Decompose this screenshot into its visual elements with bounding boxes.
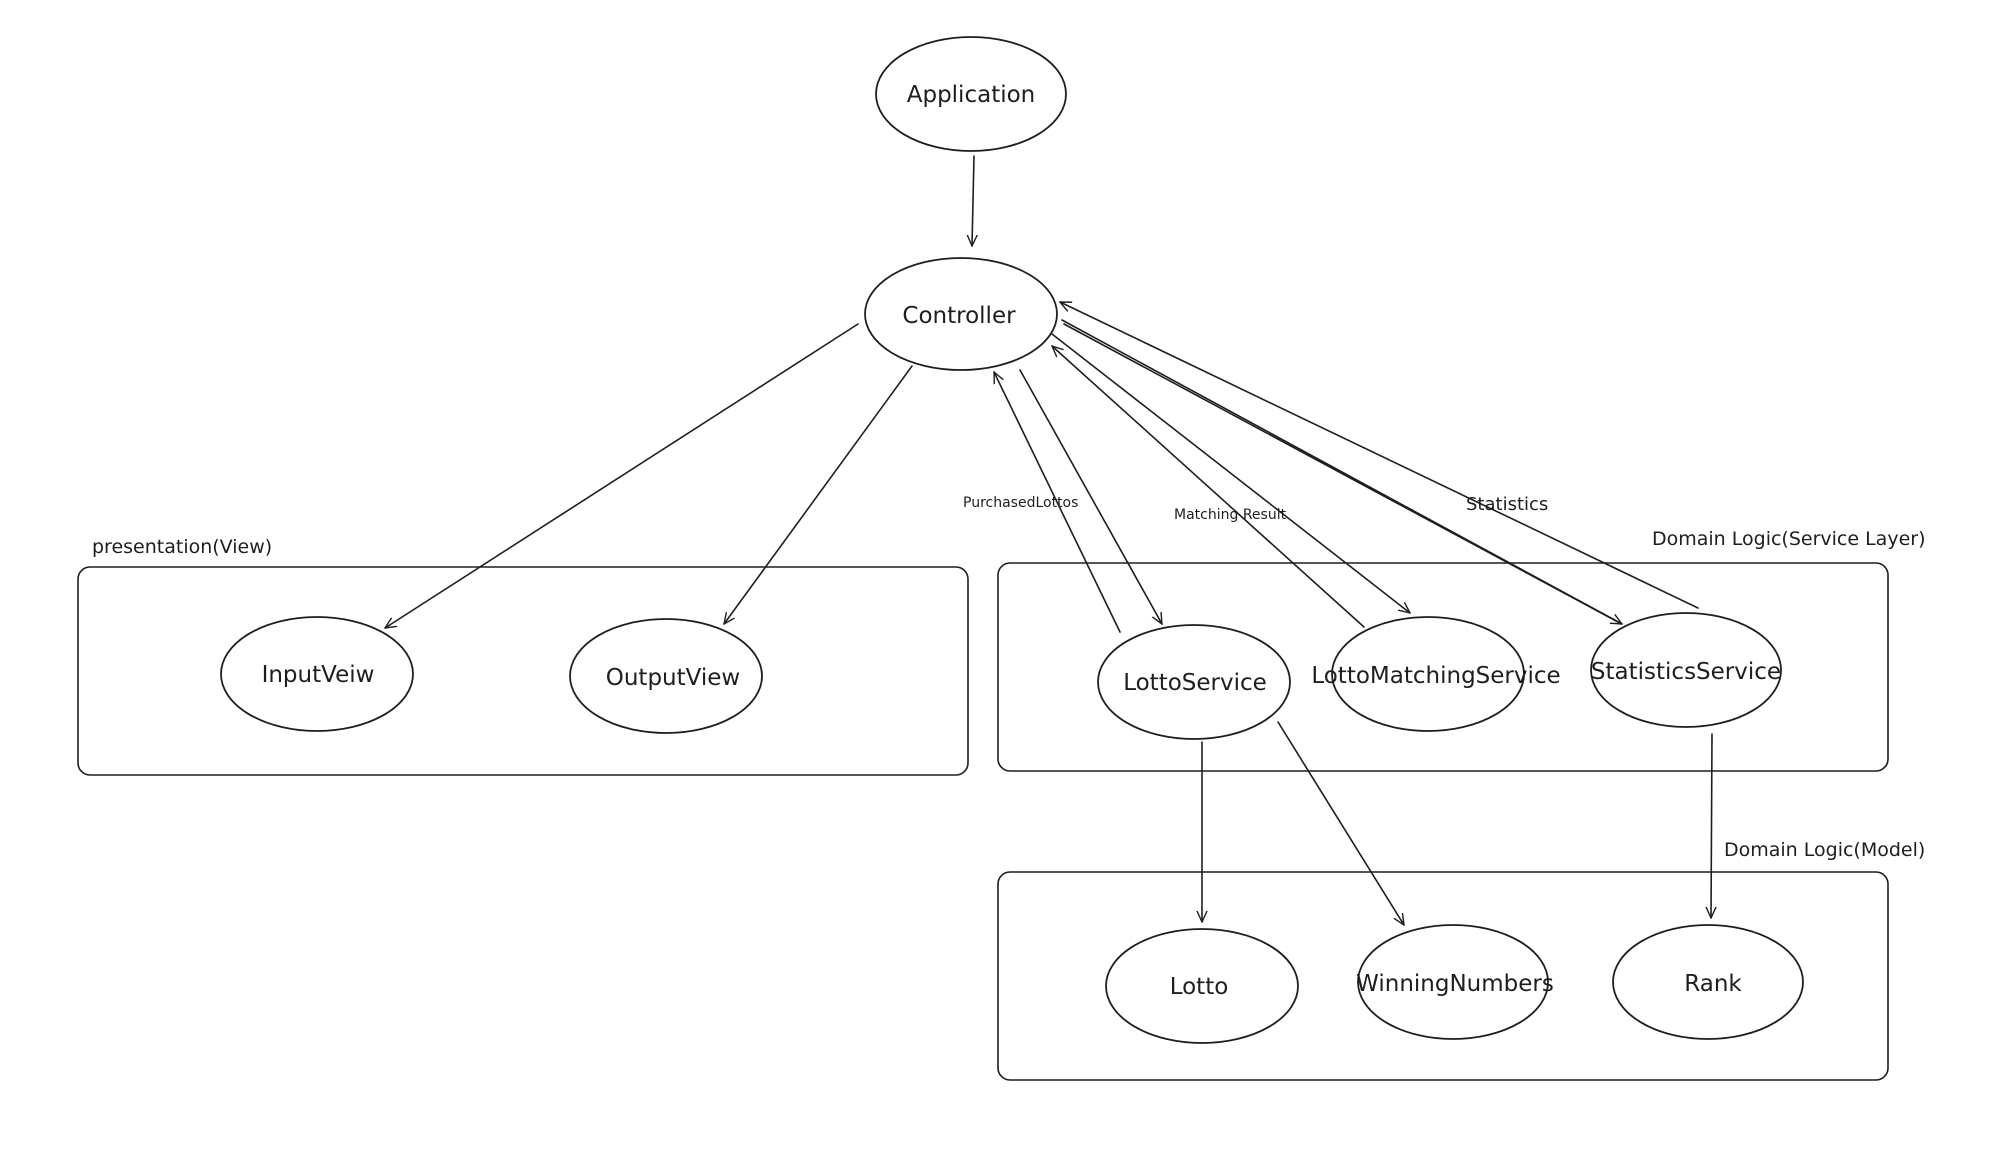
edge-label-statistics: Statistics	[1466, 494, 1548, 515]
node-inputview-shape	[220, 616, 414, 732]
node-lotto-label: Lotto	[1170, 974, 1229, 1000]
node-lottomatchingservice: LottoMatchingService	[1311, 616, 1561, 732]
node-winningnumbers-label: WinningNumbers	[1356, 971, 1554, 997]
edge-label-purchasedlottos: PurchasedLottos	[963, 495, 1078, 511]
node-winningnumbers: WinningNumbers	[1356, 924, 1554, 1040]
group-presentation: presentation(View)	[77, 536, 969, 776]
group-presentation-label: presentation(View)	[92, 536, 272, 558]
node-controller-shape	[864, 257, 1058, 371]
node-outputview-label: OutputView	[606, 665, 740, 691]
node-lotto-shape	[1105, 928, 1299, 1044]
group-model-label: Domain Logic(Model)	[1724, 839, 1925, 861]
node-application-shape	[875, 36, 1067, 152]
edge-app-controller	[972, 155, 974, 247]
node-lottoservice-label: LottoService	[1123, 670, 1267, 696]
node-rank-label: Rank	[1684, 971, 1742, 997]
group-model-box	[997, 871, 1889, 1081]
node-winningnumbers-shape	[1357, 924, 1549, 1040]
edge-labels: PurchasedLottos Matching Result Statisti…	[963, 494, 1548, 523]
group-service: Domain Logic(Service Layer)	[997, 528, 1926, 772]
edge-controller-lottomatchingservice	[1051, 333, 1411, 614]
edge-controller-lottoservice	[1019, 369, 1163, 625]
node-rank-shape	[1612, 924, 1804, 1040]
edge-lottoservice-controller	[993, 371, 1121, 633]
node-statisticsservice-shape	[1590, 612, 1782, 728]
edge-lottomatchingservice-controller	[1051, 345, 1365, 628]
node-application-label: Application	[907, 82, 1036, 108]
edge-statisticsservice-controller	[1059, 301, 1699, 609]
node-lotto: Lotto	[1105, 928, 1299, 1044]
node-lottoservice: LottoService	[1097, 624, 1291, 740]
node-outputview: OutputView	[569, 618, 763, 734]
node-application: Application	[875, 36, 1067, 152]
group-service-label: Domain Logic(Service Layer)	[1652, 528, 1926, 550]
edge-lottoservice-winningnumbers	[1277, 721, 1405, 926]
node-statisticsservice: StatisticsService	[1590, 612, 1782, 728]
edge-controller-inputview	[384, 323, 859, 629]
edge-controller-statisticsservice-retrace	[1063, 323, 1619, 623]
node-controller: Controller	[864, 257, 1058, 371]
group-model: Domain Logic(Model)	[997, 839, 1925, 1081]
node-inputview: InputVeiw	[220, 616, 414, 732]
node-statisticsservice-label: StatisticsService	[1591, 659, 1781, 685]
edge-controller-outputview	[723, 365, 913, 625]
node-lottoservice-shape	[1097, 624, 1291, 740]
edge-statisticsservice-rank	[1711, 733, 1712, 919]
edges	[384, 155, 1712, 926]
node-lottomatchingservice-label: LottoMatchingService	[1311, 663, 1560, 689]
edge-label-matching-result: Matching Result	[1174, 507, 1287, 523]
node-outputview-shape	[569, 618, 763, 734]
group-presentation-box	[77, 566, 969, 776]
node-controller-label: Controller	[902, 303, 1016, 329]
node-rank: Rank	[1612, 924, 1804, 1040]
node-inputview-label: InputVeiw	[262, 662, 375, 688]
group-service-box	[997, 562, 1889, 772]
node-lottomatchingservice-shape	[1331, 616, 1525, 732]
